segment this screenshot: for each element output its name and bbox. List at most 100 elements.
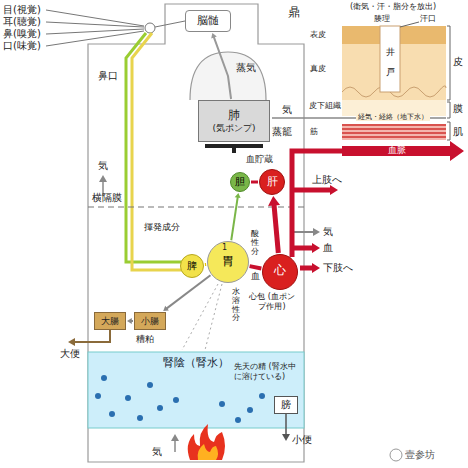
blood-vessel <box>292 151 342 268</box>
label: 井 <box>386 48 395 58</box>
fire <box>198 444 218 460</box>
connector <box>231 193 240 240</box>
label: 水溶性分 <box>232 288 240 323</box>
label: 先天の精 (腎水中に溶けている) <box>234 362 300 381</box>
spleen-circle-shape <box>181 255 204 278</box>
label: 戸 <box>386 68 395 78</box>
connector <box>127 318 133 324</box>
connector <box>250 266 262 268</box>
stomach-circle-shape <box>208 242 249 283</box>
spray-line <box>182 284 222 350</box>
label: 表皮 <box>310 30 326 39</box>
spleen-circle: 脾 <box>180 254 204 278</box>
blood-vessel <box>312 185 338 273</box>
label: 下肢へ <box>323 262 353 274</box>
label: 真皮 <box>310 64 326 73</box>
edge-label: 血 <box>250 272 261 282</box>
label: 鼻(嗅覚) <box>3 28 41 40</box>
label: 蒸気 <box>236 62 256 74</box>
skin-layer <box>342 124 446 140</box>
qi-arrow <box>313 228 320 236</box>
connector <box>163 275 210 311</box>
qi-arrow <box>171 434 179 441</box>
label: 鼻口 <box>98 70 118 82</box>
node-text: 大腸 <box>101 316 119 326</box>
body-frame <box>88 4 304 462</box>
food-line <box>132 33 184 270</box>
label: 小便 <box>292 434 312 446</box>
stool-arrow <box>74 330 110 342</box>
label: 皮 <box>453 56 463 68</box>
essence-dot <box>259 393 265 399</box>
label: 血脈 <box>388 145 406 155</box>
essence-dot <box>109 411 115 417</box>
urine-arrow <box>282 434 290 441</box>
label: 壹参坊 <box>405 449 435 461</box>
connector-line <box>274 203 278 253</box>
large-intestine-box: 大腸 <box>94 312 126 330</box>
connector-line <box>214 36 231 99</box>
stool-arrow <box>68 330 110 346</box>
fire <box>188 424 225 460</box>
essence-dot <box>235 417 241 423</box>
food-line <box>126 33 184 262</box>
node-text: 心包 (血ポンプ作用) <box>246 292 298 311</box>
spray-line <box>182 284 222 350</box>
label: 酸性分 <box>251 230 259 256</box>
label: 腠理 <box>374 14 390 23</box>
skin-layer <box>400 22 450 140</box>
label: 筋 <box>310 127 318 136</box>
piston <box>232 148 236 153</box>
label: 血貯蔵 <box>246 154 273 164</box>
connector-line <box>250 266 262 268</box>
node-text: 腎陰（腎水） <box>163 357 229 370</box>
piston <box>205 144 263 153</box>
essence-dot <box>137 415 143 421</box>
piston <box>205 144 263 148</box>
node-text: 肺 <box>228 109 240 123</box>
label: 耳(聴覚) <box>3 16 41 28</box>
node-text: 胃 <box>222 255 234 269</box>
connector <box>211 33 231 99</box>
small-intestine-box: 小腸 <box>134 312 166 330</box>
node-text: (気ポンプ) <box>212 123 255 133</box>
label: 気 <box>152 446 162 458</box>
label: 経気・経絡（地下水） <box>356 113 430 121</box>
bladder-box: 膀 <box>274 396 298 414</box>
lung-box: 肺(気ポンプ) <box>198 100 270 142</box>
connector-line <box>231 196 238 240</box>
label: 皮下組織 <box>309 101 341 110</box>
node-text: 胆 <box>235 176 245 188</box>
label: 膜 <box>453 103 463 115</box>
label: 上肢へ <box>312 174 342 186</box>
gallbladder-circle: 胆 <box>230 172 250 192</box>
label: 横隔膜 <box>92 192 122 204</box>
liver-circle: 肝 <box>259 169 285 195</box>
node-text: 心 <box>262 264 298 278</box>
diaphragm-line <box>88 206 304 207</box>
skin-layer <box>380 26 400 92</box>
food-line <box>126 33 184 270</box>
sense-leader <box>145 23 155 33</box>
skin-layer <box>342 22 464 161</box>
stomach-circle: 胃 <box>207 241 249 283</box>
node-text: 小腸 <box>141 316 159 326</box>
label: 蒸籠 <box>272 126 292 138</box>
node-text: 脾 <box>187 260 197 272</box>
qi-arrow <box>174 440 176 452</box>
essence-dot <box>219 401 225 407</box>
kidney-water <box>88 352 304 428</box>
skin-layer <box>342 141 464 161</box>
label: 揮発成分 <box>144 222 180 232</box>
label: 気 <box>98 160 108 172</box>
heart-circle-shape <box>263 255 298 290</box>
urine-arrow <box>282 414 290 441</box>
connector <box>251 182 258 183</box>
connector-line <box>166 275 210 309</box>
node-text: 肝 <box>267 176 278 189</box>
connector-line <box>205 263 206 266</box>
label: 目(視覚) <box>3 4 41 16</box>
blood-vessel <box>292 151 342 273</box>
